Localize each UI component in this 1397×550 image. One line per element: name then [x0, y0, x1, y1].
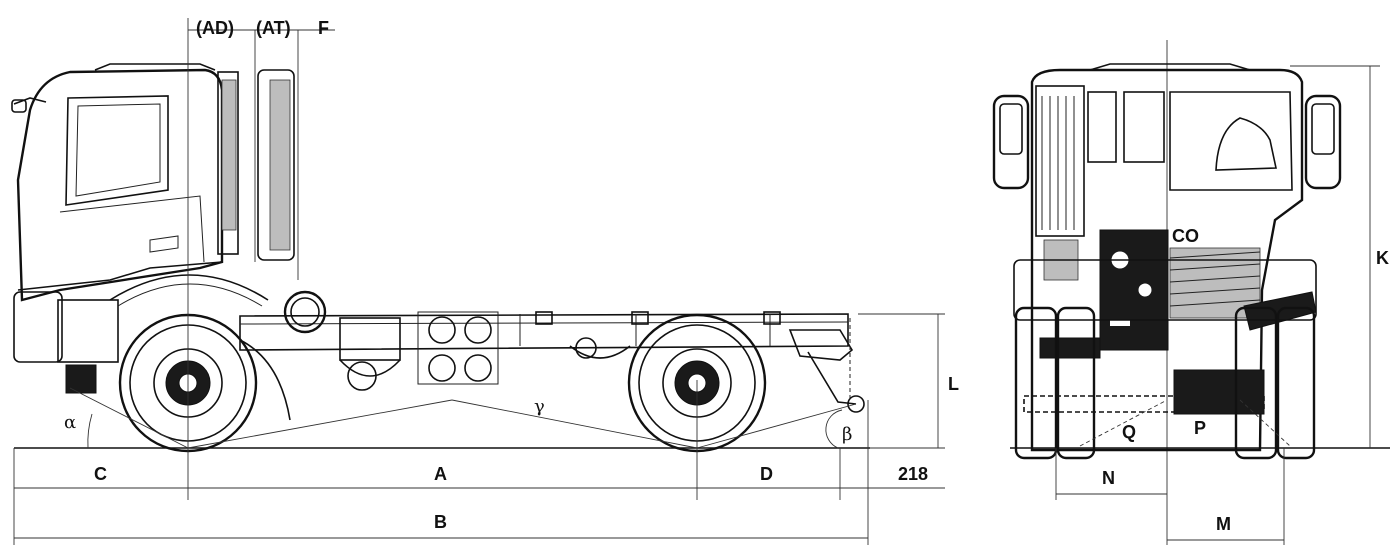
label-n: N — [1102, 468, 1115, 488]
rear-panel-hatch — [1041, 96, 1075, 230]
air-filter — [283, 290, 327, 334]
step-box — [57, 299, 119, 363]
cab-rear-panel — [217, 71, 239, 255]
left-mirror — [992, 94, 1030, 190]
alpha-arc — [87, 413, 93, 449]
label-l: L — [948, 374, 959, 394]
air-tank-1 — [428, 316, 456, 344]
mirror — [11, 99, 27, 113]
tank-bracket — [417, 311, 499, 385]
label-ad: (AD) — [196, 18, 234, 38]
front-suspension-link — [239, 339, 291, 421]
air-intake — [257, 69, 295, 261]
label-q: Q — [1122, 422, 1136, 442]
rear-window-2 — [1123, 91, 1165, 163]
frame-bracket-1 — [535, 311, 553, 325]
departure-angle-line — [696, 403, 857, 449]
beta-arc — [825, 409, 843, 449]
door-line — [59, 195, 205, 263]
air-tank-2 — [464, 316, 492, 344]
tyre-right-outer — [1276, 306, 1316, 460]
bumper — [1013, 259, 1317, 321]
exhaust-can — [347, 361, 377, 391]
cab-window — [65, 95, 169, 206]
tyre-left-outer — [1014, 306, 1058, 460]
left-mirror-glass — [999, 103, 1023, 155]
p-line — [1239, 399, 1291, 447]
label-p: P — [1194, 418, 1206, 438]
driver-seat — [1215, 117, 1277, 171]
tank-box — [339, 317, 401, 361]
front-fender — [109, 274, 269, 301]
front-bumper — [13, 291, 63, 363]
tank-bottom — [339, 359, 401, 377]
cab-front-roof — [1089, 63, 1251, 71]
right-mirror — [1304, 94, 1342, 190]
rear-underrun-end — [847, 395, 865, 413]
frame-rail-line — [239, 321, 849, 325]
drive-joint — [575, 337, 597, 359]
label-alpha: α — [64, 412, 76, 433]
label-k: K — [1376, 248, 1389, 268]
rear-panel — [1035, 85, 1085, 237]
label-m: M — [1216, 514, 1231, 534]
label-c: C — [94, 464, 107, 484]
tow-hook — [65, 364, 97, 394]
label-at: (AT) — [256, 18, 291, 38]
chassis-components — [283, 290, 865, 413]
rear-bumper-block — [1039, 337, 1101, 359]
breakover-line-rear — [451, 399, 698, 449]
cab-side — [11, 63, 295, 394]
rear-window-1 — [1087, 91, 1117, 163]
frame-bracket-2 — [631, 311, 649, 325]
label-f: F — [318, 18, 329, 38]
breakover-line-front — [187, 399, 453, 449]
front-view: CO K Q P N M — [992, 40, 1390, 545]
label-beta: β — [842, 424, 852, 445]
label-d: D — [760, 464, 773, 484]
right-mirror-glass — [1311, 103, 1335, 155]
frame-rail — [239, 313, 849, 351]
brand-logo: CO — [1172, 226, 1199, 246]
door-handle — [149, 235, 179, 253]
differential — [1173, 369, 1265, 415]
approach-angle-line — [69, 387, 189, 449]
tyre-right-inner — [1234, 306, 1278, 460]
rear-underrun-arm — [807, 351, 857, 405]
chassis-frame — [239, 311, 849, 351]
air-filter-inner — [290, 297, 320, 327]
label-gamma: γ — [534, 396, 545, 417]
cab-rear-grille — [221, 79, 237, 231]
q-line — [1079, 399, 1168, 447]
cab-roof — [94, 63, 216, 71]
tyre-left-inner — [1056, 306, 1096, 460]
engine-block — [1099, 229, 1169, 351]
frame-bracket-3 — [763, 311, 781, 325]
label-a: A — [434, 464, 447, 484]
label-218: 218 — [898, 464, 928, 484]
air-tank-3 — [428, 354, 456, 382]
label-b: B — [434, 512, 447, 532]
cab-front-body — [1030, 68, 1304, 452]
air-tank-4 — [464, 354, 492, 382]
front-fender-inner — [117, 283, 263, 307]
cab-window-inner — [75, 103, 161, 197]
air-intake-grille — [269, 79, 291, 251]
cab-sill — [17, 261, 223, 291]
rear-bracket — [788, 329, 854, 361]
windscreen — [1169, 91, 1293, 191]
mirror-arm — [13, 97, 47, 105]
side-view: (AD) (AT) F α β γ C A D B 218 L — [11, 18, 959, 545]
